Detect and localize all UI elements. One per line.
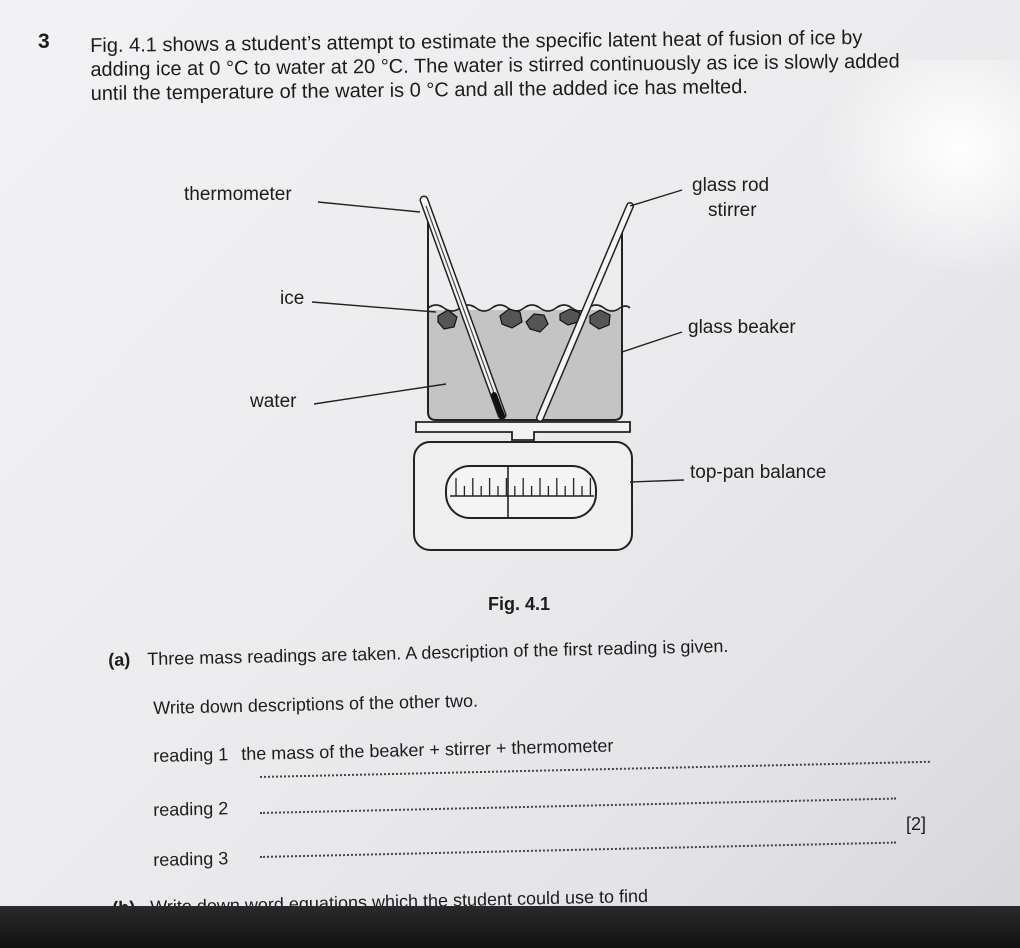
part-a-instruction: Write down descriptions of the other two… xyxy=(153,690,479,718)
balance-scale-window xyxy=(445,465,597,519)
marks: [2] xyxy=(906,814,927,834)
label-thermometer: thermometer xyxy=(184,184,292,205)
answer-line-reading-3[interactable] xyxy=(260,841,896,858)
label-top-pan-balance: top-pan balance xyxy=(690,462,827,483)
label-water: water xyxy=(250,391,297,412)
answer-line-reading-2[interactable] xyxy=(260,797,896,814)
part-a-text: Three mass readings are taken. A descrip… xyxy=(147,635,729,670)
light-glare xyxy=(820,60,1020,280)
balance-pan xyxy=(415,421,631,441)
label-glass-rod: glass rod xyxy=(692,175,770,196)
label-glass-beaker: glass beaker xyxy=(688,317,796,338)
ice-pieces xyxy=(437,308,611,333)
figure-caption: Fig. 4.1 xyxy=(488,594,551,614)
reading-1-label: reading 1 xyxy=(153,744,229,766)
reading-2-label: reading 2 xyxy=(153,798,229,820)
reading-1: reading 1 the mass of the beaker + stirr… xyxy=(153,736,614,767)
page-edge-shadow xyxy=(0,906,1020,948)
reading-3-label: reading 3 xyxy=(153,848,229,870)
glass-rod-stirrer xyxy=(536,202,634,422)
thermometer xyxy=(419,195,507,420)
balance-scale-ticks xyxy=(455,478,592,496)
label-ice: ice xyxy=(280,288,305,309)
label-stirrer: stirrer xyxy=(708,200,757,221)
glass-beaker xyxy=(427,220,623,421)
leader-lines xyxy=(311,189,685,483)
reading-1-text: the mass of the beaker + stirrer + therm… xyxy=(241,735,614,764)
part-a-label: (a) xyxy=(108,649,131,670)
part-a-question: (a) Three mass readings are taken. A des… xyxy=(108,636,729,671)
apparatus-diagram xyxy=(311,189,685,551)
answer-line-reading-1[interactable] xyxy=(260,760,930,778)
question-number: 3 xyxy=(38,30,50,53)
water xyxy=(428,310,622,420)
